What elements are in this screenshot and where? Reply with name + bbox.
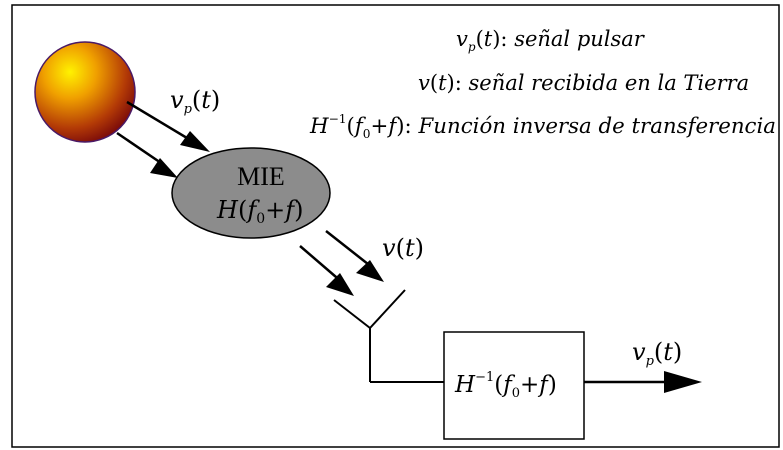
pulsar-signal-label: vp(t) <box>170 86 220 117</box>
diagram-frame <box>11 4 780 448</box>
beam-arrowhead-upper <box>180 131 210 152</box>
pulsar-beam-arrows <box>116 100 193 167</box>
received-signal-label: v(t) <box>382 234 424 262</box>
pulsar-star <box>34 41 136 143</box>
antenna-icon <box>333 289 444 383</box>
inverse-filter-text: H−1(f0+f) <box>454 370 557 401</box>
received-signal-arrows <box>299 230 374 284</box>
legend-line-3: H−1(f0+f): Función inversa de transferen… <box>309 112 776 141</box>
legend-line-1: vp(t): señal pulsar <box>456 27 646 54</box>
beam-arrowhead-lower <box>150 158 178 178</box>
inverse-filter-box <box>443 331 585 440</box>
output-arrowhead <box>664 371 702 393</box>
received-arrowhead-lower <box>326 273 354 296</box>
mie-title: MIE <box>237 162 285 191</box>
legend-line-2: v(t): señal recibida en la Tierra <box>418 71 749 95</box>
mie-ellipse <box>171 147 331 239</box>
output-signal-label: vp(t) <box>632 338 682 369</box>
received-arrowhead-upper <box>356 260 384 282</box>
